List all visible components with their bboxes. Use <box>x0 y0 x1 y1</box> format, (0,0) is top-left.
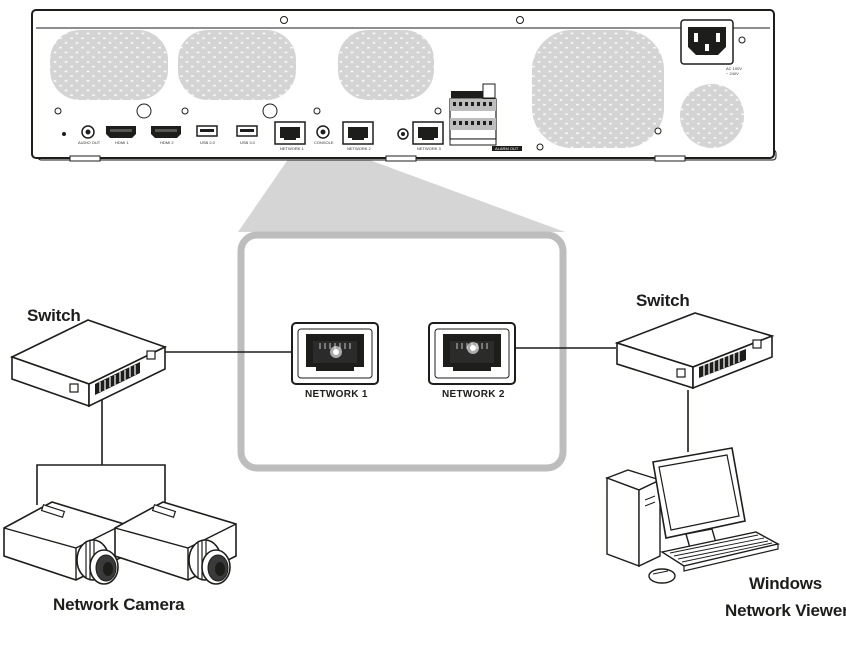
network-port-1 <box>291 322 379 385</box>
rear-label-alarm-out: ALARM OUT <box>495 146 519 151</box>
monitor <box>652 447 746 549</box>
fan-vent <box>338 30 434 100</box>
rear-label-network2: NETWORK 2 <box>347 146 371 151</box>
hdmi-port <box>151 126 181 138</box>
network-camera-label: Network Camera <box>53 595 185 614</box>
console-port <box>316 125 330 139</box>
ground-terminal <box>397 128 409 140</box>
fan-vent <box>680 84 744 148</box>
rear-label-network3: NETWORK 3 <box>417 146 441 151</box>
mouse <box>648 568 676 584</box>
rear-label-network1: NETWORK 1 <box>280 146 304 151</box>
fan-vent <box>532 30 664 148</box>
audio-out-port <box>81 125 95 139</box>
rear-label-usb2: USB 3.0 <box>240 140 255 145</box>
power-inlet <box>680 19 734 65</box>
zoom-cone <box>238 158 565 232</box>
keyboard <box>660 531 780 572</box>
switch-right <box>614 312 775 390</box>
rear-label-hdmi2: HDMI 2 <box>160 140 174 145</box>
viewer-label-line1: Windows <box>749 574 823 593</box>
usb-port <box>196 125 218 137</box>
fan-vent <box>178 30 296 100</box>
ethernet-port-small <box>412 121 444 145</box>
hdmi-port <box>106 126 136 138</box>
network-port-2 <box>428 322 516 385</box>
switch-left <box>9 319 168 408</box>
rear-label-usb1: USB 2.0 <box>200 140 215 145</box>
fan-vent <box>50 30 168 100</box>
rear-label-hdmi1: HDMI 1 <box>115 140 129 145</box>
alarm-terminal-block <box>449 83 522 151</box>
port-label-network2: NETWORK 2 <box>442 389 505 400</box>
rear-label-power-2: ~ 240V <box>726 71 739 76</box>
pc-tower <box>605 469 662 568</box>
ethernet-port-small <box>274 121 306 145</box>
nvr-rear-panel <box>31 9 777 162</box>
rear-label-console: CONSOLE <box>314 140 334 145</box>
network-camera <box>114 501 237 585</box>
viewer-label-line2: Network Viewer <box>725 601 846 620</box>
network-camera <box>3 501 125 585</box>
rear-label-power-1: AC 100V <box>726 66 743 71</box>
usb-port <box>236 125 258 137</box>
switch-left-label: Switch <box>27 306 81 325</box>
switch-right-label: Switch <box>636 291 690 310</box>
rear-label-audio-out: AUDIO OUT <box>78 140 101 145</box>
port-label-network1: NETWORK 1 <box>305 389 368 400</box>
rear-label-alarm-in: ALARM IN <box>458 86 477 91</box>
ethernet-port-small <box>342 121 374 145</box>
